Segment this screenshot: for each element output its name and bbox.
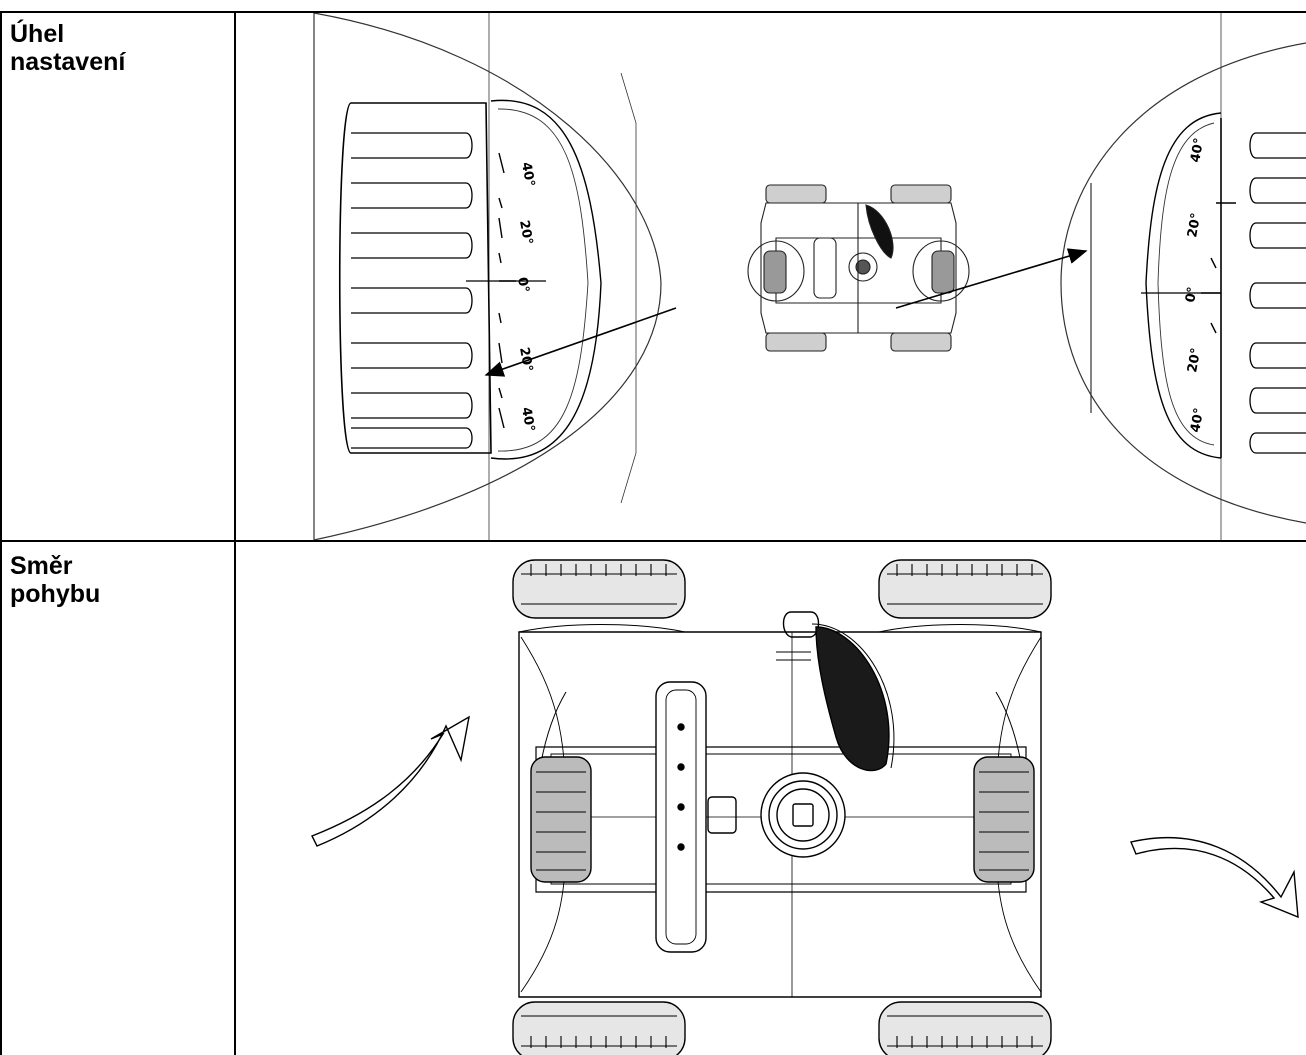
left-angle-scale: 40° 20° 0° 20° 40° bbox=[514, 161, 537, 433]
wheel-front-right bbox=[878, 559, 1052, 619]
scale-label: 0° bbox=[514, 276, 531, 294]
robot-wheels bbox=[512, 559, 1052, 1055]
scale-label: 20° bbox=[516, 346, 535, 373]
scale-label: 40° bbox=[518, 161, 537, 188]
scale-label: 40° bbox=[518, 406, 537, 433]
brush-drum-right bbox=[973, 756, 1035, 883]
brush-drum-left bbox=[530, 756, 592, 883]
right-wheel-detail bbox=[1060, 13, 1306, 540]
row-label-line: nastavení bbox=[10, 48, 126, 76]
right-angle-scale: 40° 20° 0° 20° 40° bbox=[1183, 137, 1207, 434]
rotate-right-arrow bbox=[1130, 836, 1299, 919]
row-label-line: Úhel bbox=[10, 20, 65, 48]
row-label-line: pohybu bbox=[10, 580, 101, 608]
left-pointer-arrow bbox=[484, 307, 677, 377]
wheel-front-left bbox=[512, 559, 686, 619]
table-border-left bbox=[0, 11, 2, 1055]
wheel-rear-right bbox=[878, 1001, 1052, 1055]
scale-label: 20° bbox=[516, 219, 535, 246]
scale-label: 20° bbox=[1185, 212, 1204, 239]
table-border-top bbox=[0, 11, 1306, 13]
table-column-divider bbox=[234, 11, 236, 1055]
row-label-movement-direction: Směr pohybu bbox=[10, 552, 100, 608]
scale-label: 20° bbox=[1185, 347, 1204, 374]
rotate-left-arrow bbox=[311, 715, 470, 847]
filter-cap bbox=[760, 772, 846, 858]
scale-label: 40° bbox=[1188, 407, 1207, 434]
scale-label: 0° bbox=[1183, 286, 1200, 304]
row-label-angle-setting: Úhel nastavení bbox=[10, 20, 125, 76]
movement-direction-figure bbox=[311, 559, 1299, 1055]
wheel-rear-left bbox=[512, 1001, 686, 1055]
row-label-line: Směr bbox=[10, 552, 73, 580]
robot-chassis bbox=[518, 611, 1042, 998]
angle-setting-figure: 40° 20° 0° 20° 40° bbox=[313, 13, 1306, 540]
table-row-divider bbox=[0, 540, 1306, 542]
right-pointer-arrow bbox=[895, 248, 1088, 309]
scale-label: 40° bbox=[1188, 137, 1207, 164]
small-robot-top-view bbox=[747, 184, 970, 352]
left-wheel-detail bbox=[313, 13, 662, 540]
top-flap bbox=[815, 626, 890, 772]
